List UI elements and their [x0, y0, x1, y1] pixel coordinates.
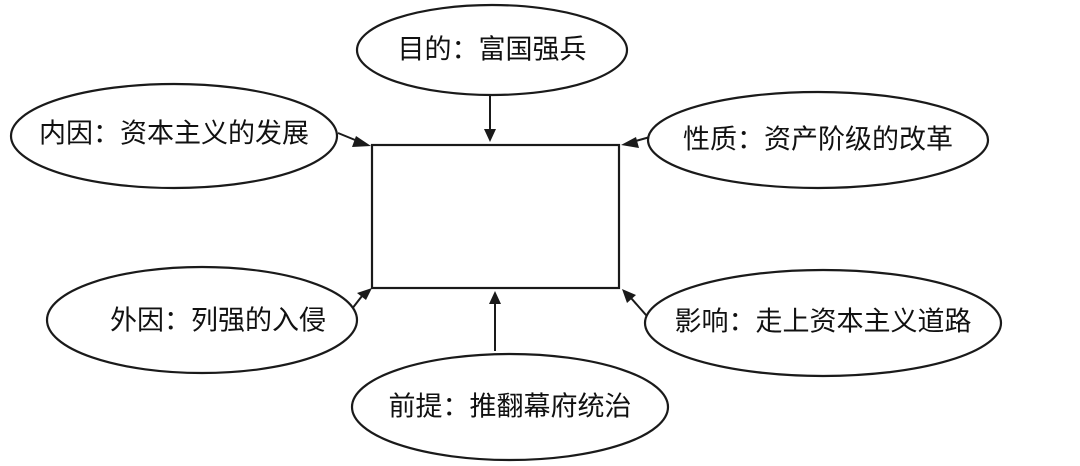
label-premise: 前提：推翻幕府统治 — [389, 392, 632, 423]
arrow-internal — [337, 132, 371, 147]
arrow-purpose — [484, 94, 496, 142]
ellipse-premise — [350, 352, 670, 462]
ellipse-nature — [646, 90, 990, 190]
node-internal: 内因：资本主义的发展 — [9, 82, 339, 190]
ellipse-internal — [9, 82, 339, 190]
label-internal: 内因：资本主义的发展 — [39, 119, 309, 150]
center-box — [370, 143, 621, 290]
ellipse-purpose — [355, 3, 629, 97]
node-nature: 性质：资产阶级的改革 — [646, 90, 990, 190]
label-purpose: 目的：富国强兵 — [398, 35, 587, 66]
node-external: 外因：列强的入侵 — [45, 265, 359, 375]
label-nature: 性质：资产阶级的改革 — [683, 125, 953, 156]
center-node — [370, 143, 621, 290]
ellipse-external — [45, 265, 359, 375]
label-influence: 影响：走上资本主义道路 — [675, 307, 972, 338]
ellipse-influence — [643, 268, 1003, 378]
node-influence: 影响：走上资本主义道路 — [643, 268, 1003, 378]
node-premise: 前提：推翻幕府统治 — [350, 352, 670, 462]
label-external: 外因：列强的入侵 — [110, 306, 326, 337]
connectors — [337, 94, 654, 351]
node-purpose: 目的：富国强兵 — [355, 3, 629, 97]
arrow-premise — [489, 291, 501, 351]
arrow-nature — [621, 136, 651, 148]
